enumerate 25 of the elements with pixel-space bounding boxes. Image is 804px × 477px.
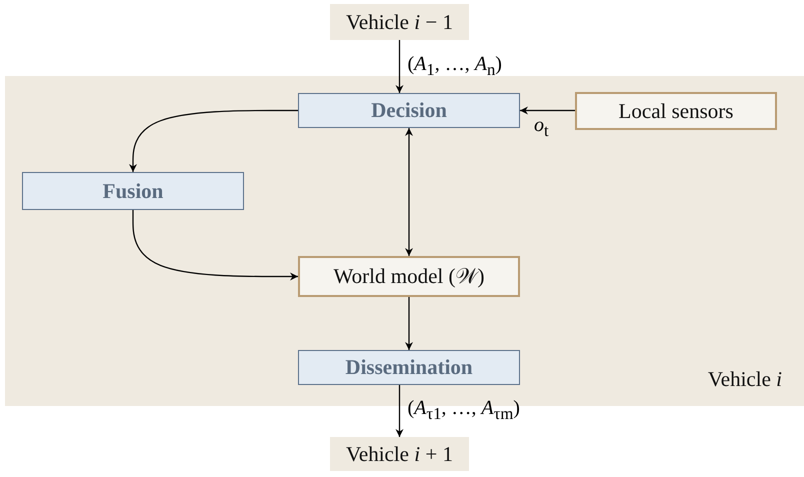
vehicle-box — [330, 4, 469, 40]
edge-label: (A$_{1}$, …, A$_{n}$) — [408, 52, 502, 80]
node-label: World model (𝒲) — [334, 264, 484, 289]
arrow — [396, 40, 404, 93]
arrow — [396, 385, 404, 437]
node-label: Vehicle i − 1 — [346, 10, 453, 34]
node-label: Local sensors — [618, 98, 734, 124]
arrow — [405, 128, 413, 256]
node-label: Dissemination — [345, 355, 473, 380]
model-box — [298, 256, 520, 297]
process-box — [298, 93, 520, 128]
sensor-box — [575, 92, 777, 130]
arrow — [520, 106, 575, 114]
region-label: Vehicle i — [708, 367, 782, 392]
node-label: Decision — [371, 98, 447, 123]
edge-label: o$_{t}$ — [534, 114, 549, 140]
node-label: Vehicle i + 1 — [346, 442, 453, 466]
vehicle-box — [330, 437, 469, 471]
process-box — [22, 172, 244, 210]
arrow — [405, 297, 413, 350]
process-box — [298, 350, 520, 385]
node-label: Fusion — [102, 178, 164, 204]
edge-label: (A$_{τ1}$, …, A$_{τm}$) — [408, 397, 520, 424]
arrow — [132, 210, 298, 280]
arrow — [129, 110, 298, 172]
